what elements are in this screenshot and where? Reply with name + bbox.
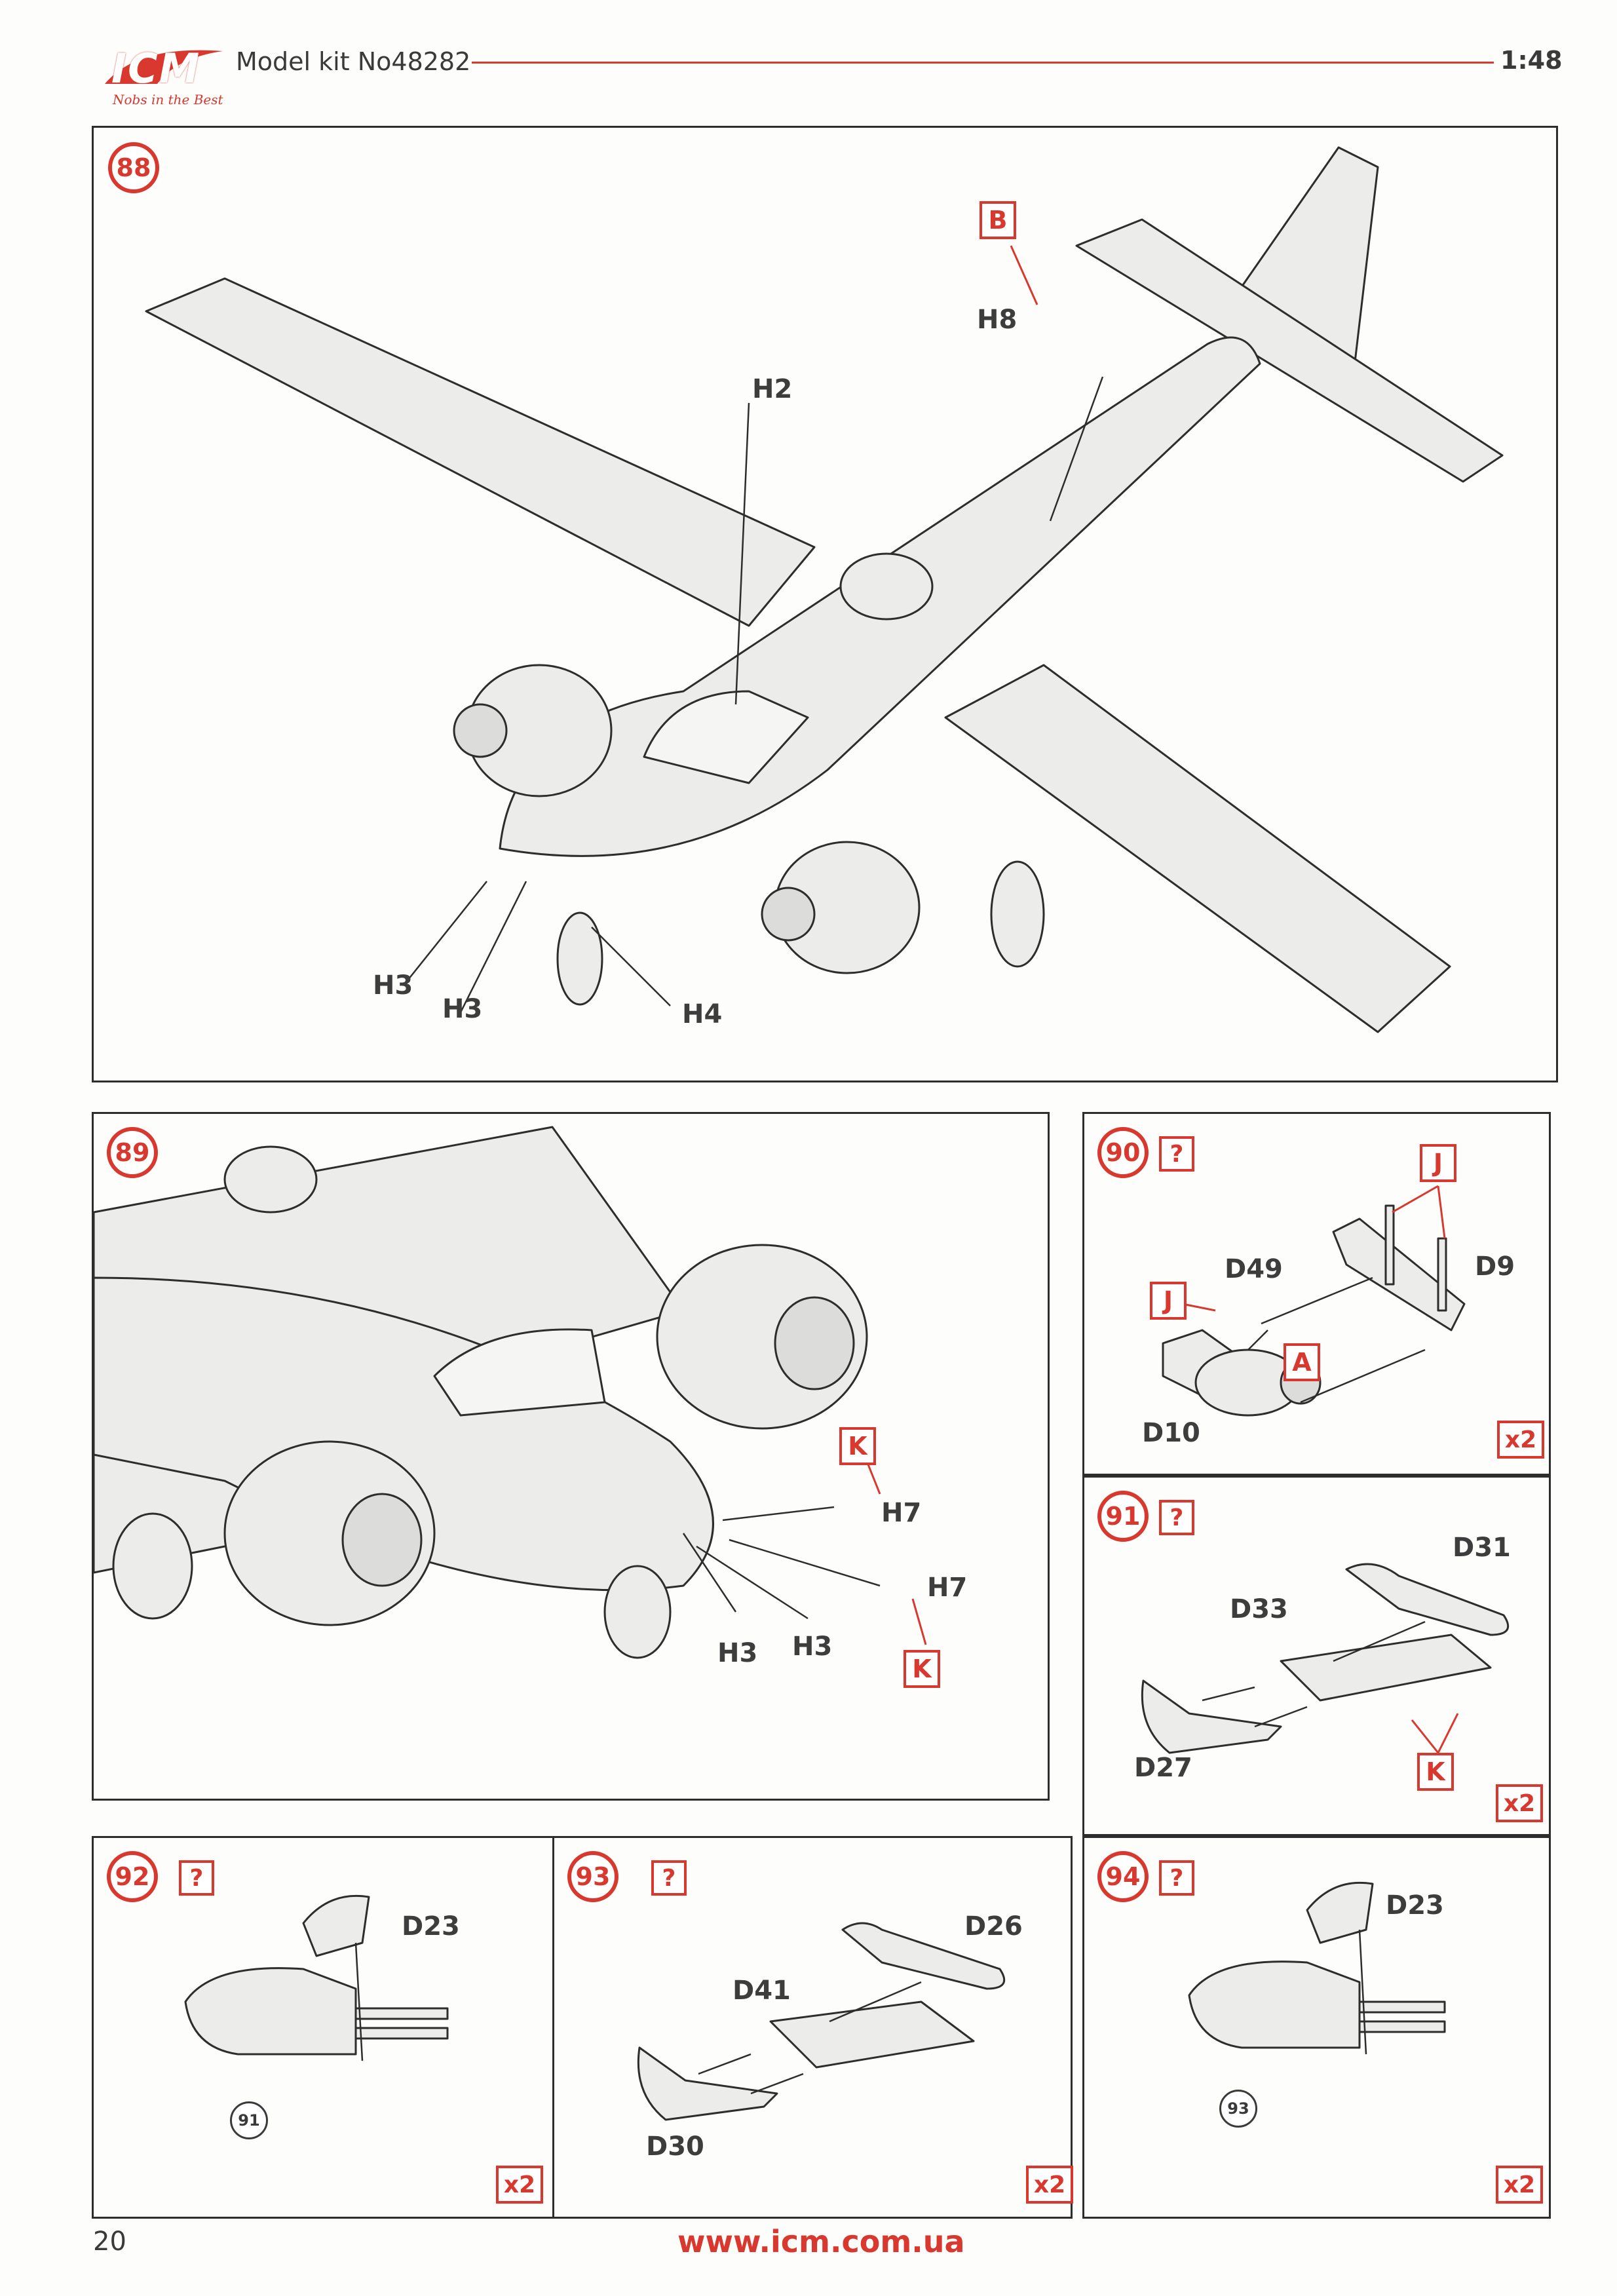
header-rule bbox=[472, 62, 1494, 64]
marker-b: B bbox=[980, 201, 1016, 239]
aircraft-illustration-top bbox=[145, 146, 1504, 1033]
part-label-h3-right: H3 bbox=[442, 994, 483, 1024]
part-label-d23: D23 bbox=[402, 1911, 460, 1942]
part-label-d9: D9 bbox=[1475, 1252, 1515, 1282]
icm-logo bbox=[105, 50, 223, 84]
optional-marker: ? bbox=[1159, 1860, 1194, 1896]
quantity-x2: x2 bbox=[496, 2166, 543, 2204]
step-90-panel: 90 ? J D49 D9 J A D10 x2 bbox=[1082, 1112, 1551, 1476]
step-number-94: 94 bbox=[1097, 1851, 1149, 1902]
step-94-panel: 94 ? D23 93 x2 bbox=[1082, 1836, 1551, 2219]
step-88-panel: 88 bbox=[92, 126, 1558, 1082]
part-label-h2: H2 bbox=[752, 374, 793, 404]
optional-marker: ? bbox=[1159, 1136, 1194, 1172]
gun-tray-illustration bbox=[1141, 1563, 1510, 1754]
gun-pod-illustration bbox=[1162, 1185, 1466, 1417]
part-label-h4: H4 bbox=[682, 999, 723, 1029]
marker-k-bottom: K bbox=[904, 1650, 940, 1688]
marker-k-top: K bbox=[839, 1427, 876, 1465]
aircraft-illustration-front bbox=[92, 1126, 927, 1659]
reference-step-91: 91 bbox=[230, 2101, 268, 2139]
quantity-x2: x2 bbox=[1496, 1784, 1543, 1822]
part-label-d27: D27 bbox=[1134, 1753, 1192, 1783]
part-label-d30: D30 bbox=[646, 2132, 704, 2162]
quantity-x2: x2 bbox=[1026, 2166, 1073, 2204]
step-number-89: 89 bbox=[107, 1127, 158, 1178]
marker-k: K bbox=[1417, 1753, 1454, 1791]
scale-label: 1:48 bbox=[1500, 46, 1563, 75]
reference-step-93: 93 bbox=[1219, 2090, 1257, 2128]
part-label-h7-top: H7 bbox=[881, 1498, 922, 1528]
part-label-d41: D41 bbox=[732, 1976, 791, 2006]
marker-j-left: J bbox=[1150, 1282, 1187, 1320]
part-label-h8: H8 bbox=[977, 305, 1018, 335]
brand-slogan: Nobs in the Best bbox=[113, 92, 223, 107]
part-label-d33: D33 bbox=[1230, 1594, 1288, 1624]
marker-a: A bbox=[1284, 1343, 1320, 1381]
step-89-panel: 89 K H7 H7 H3 H3 K bbox=[92, 1112, 1050, 1801]
step-91-panel: 91 ? D31 D33 D27 K x2 bbox=[1082, 1476, 1551, 1836]
gun-tray-assembly-illustration bbox=[637, 1922, 1006, 2121]
part-label-d49: D49 bbox=[1225, 1254, 1283, 1284]
quantity-x2: x2 bbox=[1497, 1421, 1544, 1459]
website-link[interactable]: www.icm.com.ua bbox=[677, 2224, 965, 2259]
step-93-panel: 93 ? D26 D41 D30 x2 bbox=[552, 1836, 1073, 2219]
step-number-88: 88 bbox=[108, 142, 159, 193]
part-label-d26: D26 bbox=[964, 1911, 1023, 1942]
step-number-90: 90 bbox=[1097, 1127, 1149, 1178]
part-label-d31: D31 bbox=[1453, 1533, 1511, 1563]
optional-marker: ? bbox=[179, 1860, 214, 1896]
page-number: 20 bbox=[93, 2227, 126, 2257]
step-number-92: 92 bbox=[107, 1851, 158, 1902]
step-number-93: 93 bbox=[567, 1851, 618, 1902]
gun-pod-cover-illustration-2 bbox=[1188, 1881, 1446, 2055]
part-label-d10: D10 bbox=[1142, 1418, 1200, 1448]
marker-j-top: J bbox=[1420, 1144, 1456, 1182]
step-number-91: 91 bbox=[1097, 1491, 1149, 1542]
part-label-h3-left: H3 bbox=[373, 970, 413, 1001]
part-label-h7-bottom: H7 bbox=[927, 1573, 968, 1603]
optional-marker: ? bbox=[1159, 1500, 1194, 1535]
step-92-panel: 92 ? D23 91 x2 bbox=[92, 1836, 554, 2219]
part-label-h3-right: H3 bbox=[792, 1632, 833, 1662]
part-label-d23: D23 bbox=[1386, 1890, 1444, 1921]
quantity-x2: x2 bbox=[1496, 2166, 1543, 2204]
kit-title: Model kit No48282 bbox=[236, 47, 471, 76]
brand-logo-text: ICM bbox=[111, 45, 201, 92]
header: ICM Nobs in the Best Model kit No48282 1… bbox=[0, 0, 1617, 118]
part-label-h3-left: H3 bbox=[717, 1638, 758, 1668]
gun-pod-cover-illustration bbox=[184, 1894, 449, 2061]
optional-marker: ? bbox=[651, 1860, 687, 1896]
